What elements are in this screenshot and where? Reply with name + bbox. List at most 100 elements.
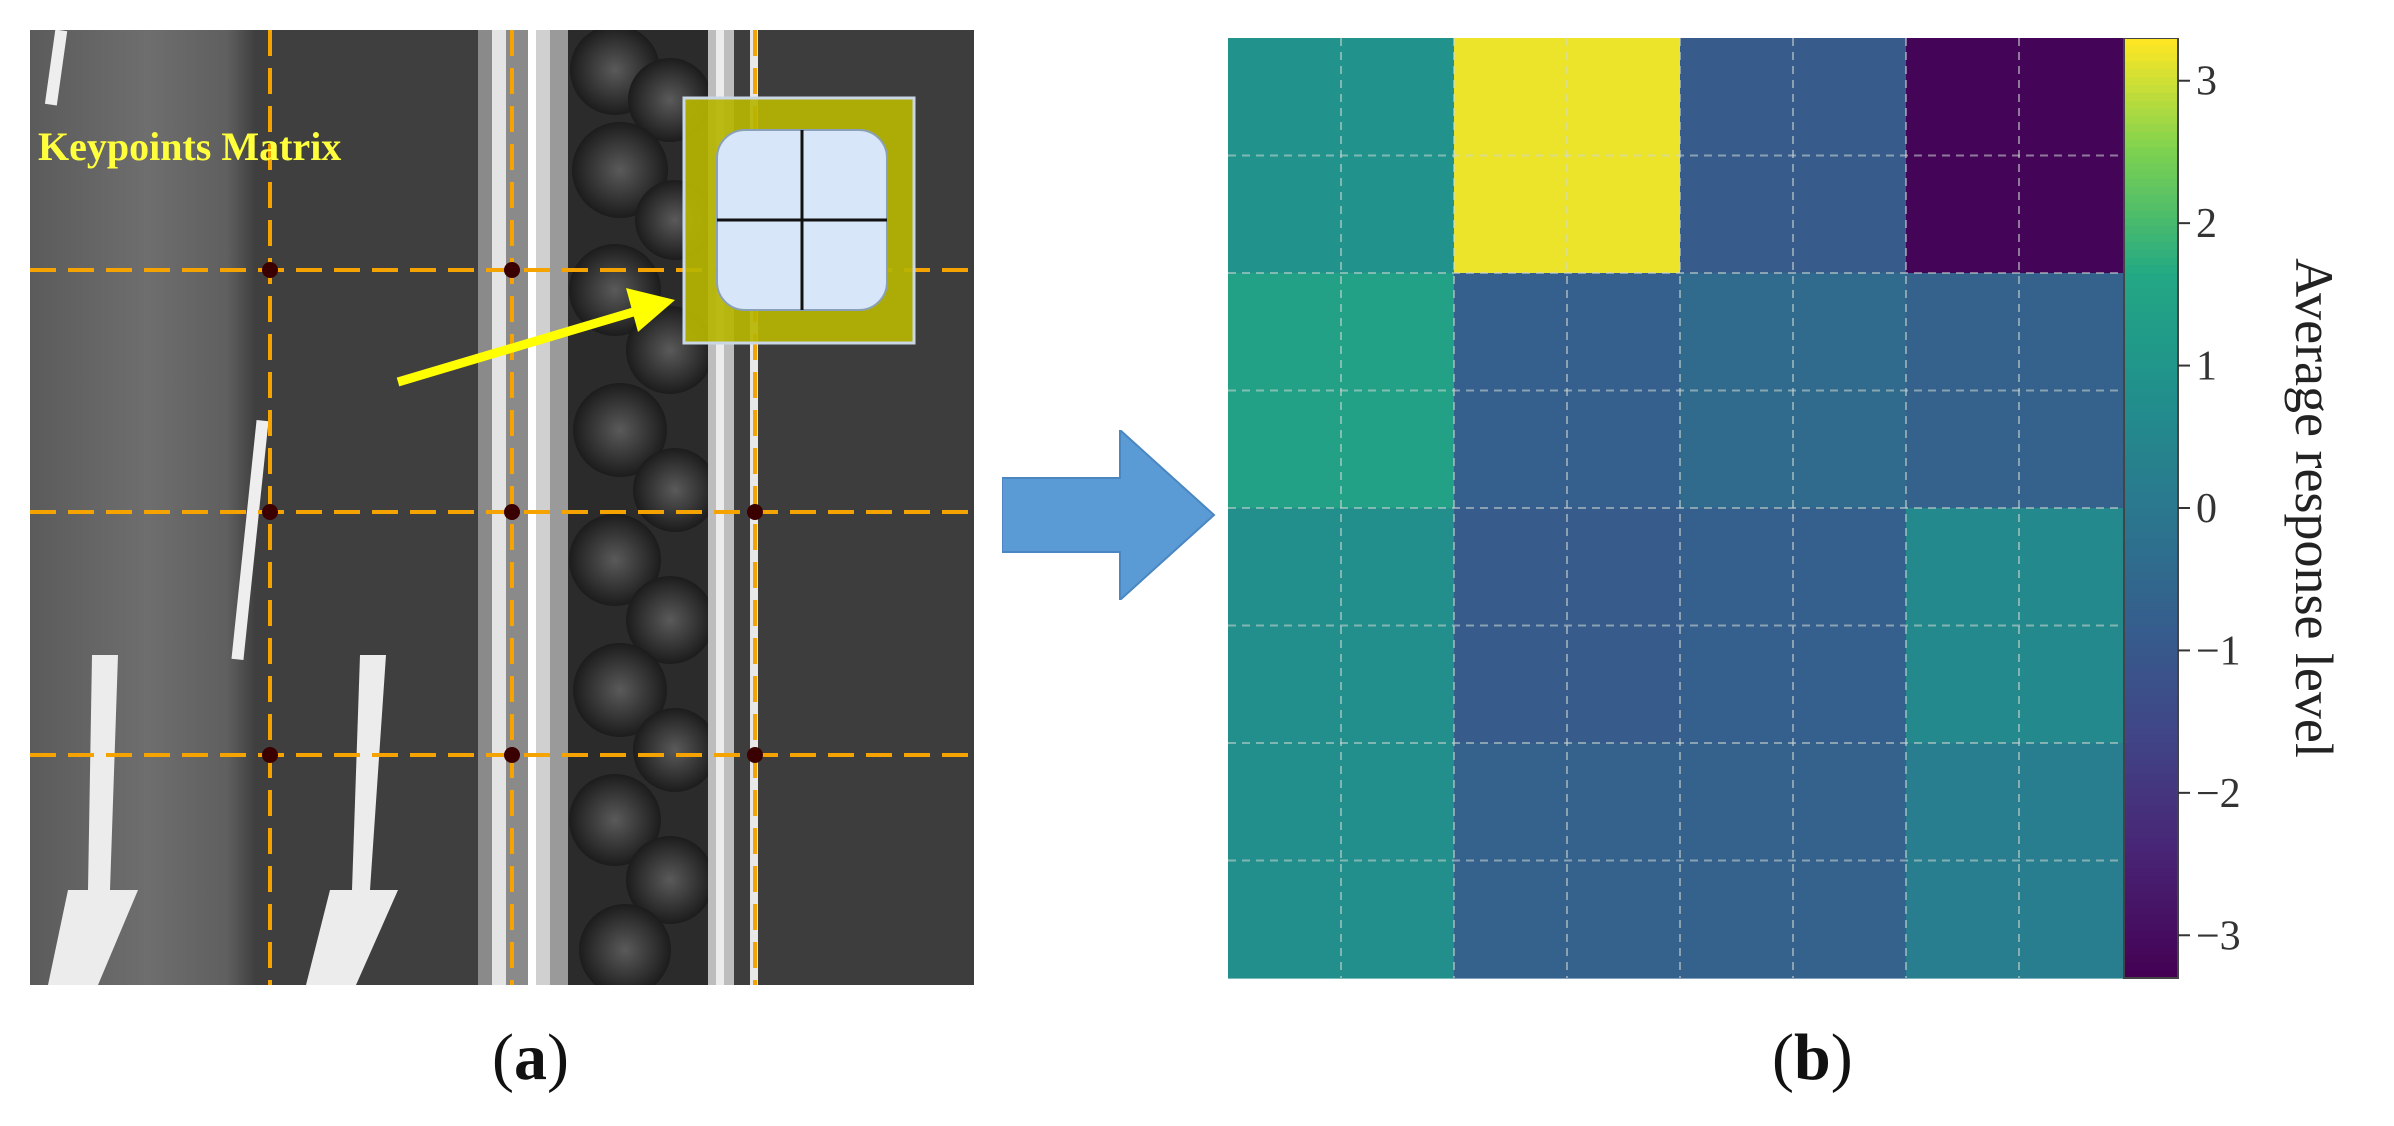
heatmap-cell xyxy=(1341,155,1455,274)
colorbar-segment xyxy=(2124,155,2178,164)
colorbar-segment xyxy=(2124,327,2178,337)
colorbar-segment xyxy=(2124,774,2178,783)
colorbar-segment xyxy=(2124,680,2178,689)
heatmap-cell xyxy=(1228,743,1342,862)
colorbar-segment xyxy=(2124,570,2178,580)
heatmap-cell xyxy=(2019,273,2133,392)
heatmap-cell xyxy=(1680,625,1794,744)
colorbar-segment xyxy=(2124,641,2178,650)
colorbar-segment xyxy=(2124,132,2178,141)
colorbar-segment xyxy=(2124,703,2178,713)
colorbar-segment xyxy=(2124,484,2178,493)
colorbar-segment xyxy=(2124,226,2178,235)
colorbar-tick-label: −1 xyxy=(2196,628,2241,674)
heatmap-cell xyxy=(1906,508,2020,627)
colorbar-segment xyxy=(2124,586,2178,595)
colorbar-segment xyxy=(2124,85,2178,94)
colorbar-segment xyxy=(2124,562,2178,572)
colorbar-label: Average response level xyxy=(2284,258,2344,758)
heatmap-cell xyxy=(1454,625,1568,744)
colorbar-segment xyxy=(2124,461,2178,470)
heatmap-cell xyxy=(1793,860,1907,979)
colorbar-segment xyxy=(2124,77,2178,86)
pointer-arrow-icon xyxy=(396,288,675,387)
colorbar-segment xyxy=(2124,202,2178,211)
colorbar-segment xyxy=(2124,970,2178,979)
colorbar-segment xyxy=(2124,915,2178,924)
heatmap-cell xyxy=(1793,625,1907,744)
road-aerial-image: Keypoints Matrix xyxy=(30,30,974,985)
colorbar xyxy=(2123,38,2179,979)
colorbar-segment xyxy=(2124,766,2178,775)
colorbar-segment xyxy=(2124,813,2178,822)
colorbar-segment xyxy=(2124,625,2178,634)
colorbar-segment xyxy=(2124,790,2178,799)
colorbar-segment xyxy=(2124,829,2178,838)
colorbar-segment xyxy=(2124,523,2178,533)
heatmap-cell xyxy=(1567,38,1681,157)
heatmap-cell xyxy=(1454,508,1568,627)
colorbar-segment xyxy=(2124,53,2178,63)
heatmap-cell xyxy=(1567,508,1681,627)
colorbar-segment xyxy=(2124,821,2178,830)
colorbar-segment xyxy=(2124,273,2178,282)
heatmap-cell xyxy=(1567,743,1681,862)
colorbar-segment xyxy=(2124,555,2178,564)
colorbar-segment xyxy=(2124,923,2178,932)
heatmap-cell xyxy=(1341,38,1455,157)
colorbar-segment xyxy=(2124,280,2178,290)
colorbar-segment xyxy=(2124,531,2178,540)
colorbar-segment xyxy=(2124,116,2178,125)
colorbar-segment xyxy=(2124,743,2178,752)
colorbar-segment xyxy=(2124,100,2178,110)
colorbar-segment xyxy=(2124,312,2178,321)
keypoint xyxy=(262,747,278,763)
colorbar-segment xyxy=(2124,124,2178,133)
lane-markings xyxy=(44,30,269,660)
colorbar-tick-label: 3 xyxy=(2196,59,2217,105)
heatmap-cell xyxy=(1454,390,1568,509)
keypoint xyxy=(504,262,520,278)
colorbar-segment xyxy=(2124,343,2178,352)
heatmap-cell xyxy=(1793,390,1907,509)
colorbar-segment xyxy=(2124,508,2178,517)
colorbar-segment xyxy=(2124,406,2178,415)
colorbar-segment xyxy=(2124,931,2178,940)
colorbar-segment xyxy=(2124,390,2178,399)
colorbar-segment xyxy=(2124,711,2178,721)
colorbar-segment xyxy=(2124,210,2178,219)
colorbar-segment xyxy=(2124,398,2178,407)
heatmap-cell xyxy=(1454,273,1568,392)
heatmap-cell xyxy=(1680,508,1794,627)
colorbar-segment xyxy=(2124,492,2178,501)
colorbar-segment xyxy=(2124,852,2178,862)
keypoints-matrix-label: Keypoints Matrix xyxy=(38,124,341,169)
colorbar-segment xyxy=(2124,288,2178,298)
colorbar-segment xyxy=(2124,69,2178,78)
colorbar-segment xyxy=(2124,249,2178,258)
colorbar-segment xyxy=(2124,609,2178,619)
colorbar-segment xyxy=(2124,257,2178,266)
heatmap-cell xyxy=(1793,508,1907,627)
colorbar-segment xyxy=(2124,805,2178,815)
colorbar-tick-label: −2 xyxy=(2196,771,2241,817)
colorbar-segment xyxy=(2124,304,2178,313)
colorbar-segment xyxy=(2124,797,2178,807)
heatmap-cell xyxy=(1906,390,2020,509)
colorbar-segment xyxy=(2124,92,2178,102)
colorbar-segment xyxy=(2124,265,2178,274)
keypoint xyxy=(747,747,763,763)
colorbar-segment xyxy=(2124,617,2178,627)
colorbar-segment xyxy=(2124,884,2178,893)
heatmap-cell xyxy=(1906,860,2020,979)
colorbar-segment xyxy=(2124,962,2178,971)
colorbar-segment xyxy=(2124,688,2178,697)
colorbar-segment xyxy=(2124,727,2178,736)
heatmap-cell xyxy=(1680,273,1794,392)
heatmap-cell xyxy=(1341,390,1455,509)
colorbar-segment xyxy=(2124,907,2178,916)
colorbar-segment xyxy=(2124,860,2178,869)
colorbar-segment xyxy=(2124,664,2178,674)
colorbar-segment xyxy=(2124,437,2178,446)
